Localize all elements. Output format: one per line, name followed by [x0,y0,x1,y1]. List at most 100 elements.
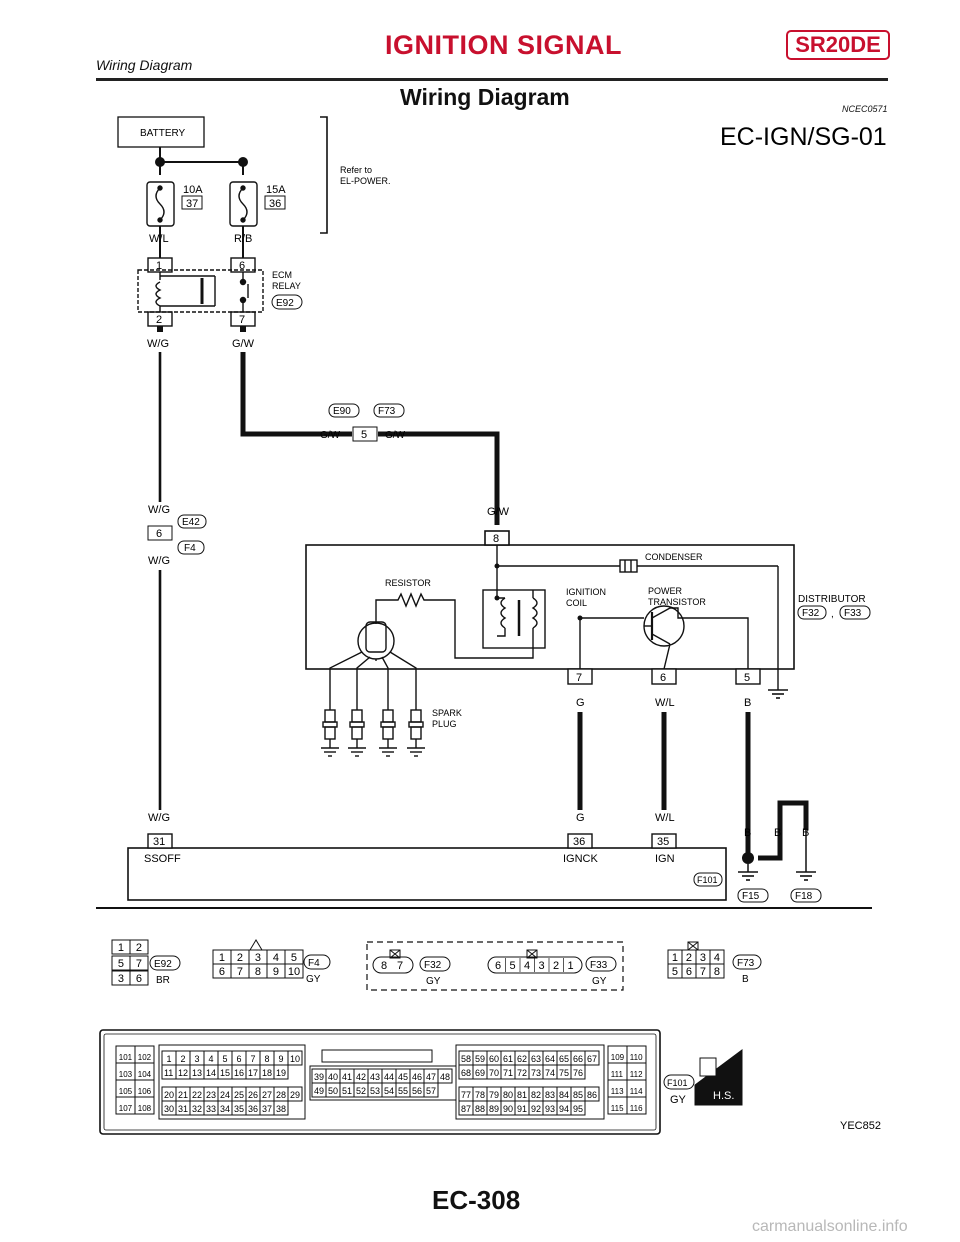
ecm-g2-pin-label: 2 [180,1054,185,1064]
ecm-g5-pin-label: 111 [611,1070,624,1079]
wire-color-wl-2: W/L [655,697,675,709]
f4-pin-label: 1 [219,952,225,964]
ecm-g2-pin-label: 13 [192,1068,202,1078]
page-number: EC-308 [432,1185,521,1215]
ecm-g2-pin-label: 21 [178,1090,188,1100]
f33-pin-label: 6 [495,960,501,972]
fuse-1-number: 37 [186,198,198,210]
ecm-g1-pin-label: 101 [119,1053,133,1062]
ecm-g4-pin-label: 58 [461,1054,471,1064]
ecm-g5-pin-label: 114 [630,1087,643,1096]
wire-color-wl-top: W/L [149,233,169,245]
joint-pin: 5 [361,429,367,441]
ecm-g2-pin-label: 14 [206,1068,216,1078]
ecm-g2-pin-label: 24 [220,1090,230,1100]
ecm-g2-pin-label: 9 [278,1054,283,1064]
ecm-g1-pin-label: 105 [119,1087,133,1096]
ecm-g1-cavity [134,1096,155,1115]
e92-pin-label: 2 [136,942,142,954]
condenser [497,559,779,690]
relay-pin-1: 1 [156,260,162,272]
ecm-g4-pin-label: 76 [573,1068,583,1078]
distributor-pin-8: 8 [493,533,499,545]
ecm-g4-pin-label: 72 [517,1068,527,1078]
e92-pin-label: 5 [118,958,124,970]
ecm-box [127,847,727,901]
ecm-g2-cavity [273,1064,289,1080]
f33-pin-label: 4 [524,960,530,972]
page-heading: Wiring Diagram [400,84,570,110]
ecm-g4-cavity [570,1100,586,1116]
e92-pin-label: 3 [118,973,124,985]
e92-cavity [129,939,149,955]
header-divider [96,78,888,81]
e92-cavity [129,955,149,971]
ignition-coil-label-2: COIL [566,598,587,608]
ground-f15: F15 [742,891,760,902]
ecm-g5-pin-label: 113 [611,1087,624,1096]
fuse-15a [229,181,258,227]
ecm-g2-pin-label: 33 [206,1104,216,1114]
harness-side-badge: H.S. [713,1090,734,1102]
ecm-g1-pin-label: 103 [119,1070,133,1079]
connector-f73-color: B [742,974,749,985]
ecm-g2-pin-label: 29 [290,1090,300,1100]
ecm-g1-pin-label: 104 [138,1070,152,1079]
ecm-g2-pin-label: 32 [192,1104,202,1114]
ecm-g2-pin-label: 31 [178,1104,188,1114]
ecm-g2-pin-label: 12 [178,1068,188,1078]
e92-cavity [129,970,149,986]
e92-pin-label: 1 [118,942,124,954]
ecm-g2-pin-label: 19 [276,1068,286,1078]
ecm-relay-label-2: RELAY [272,281,301,291]
ecm-g4-pin-label: 67 [587,1054,597,1064]
ecm-g2-pin-label: 27 [262,1090,272,1100]
ecm-g2-pin-label: 3 [194,1054,199,1064]
ecm-g4-pin-label: 95 [573,1104,583,1114]
connector-e92-label: E92 [154,959,172,970]
engine-model-badge: SR20DE [786,30,890,60]
f4-pin-label: 8 [255,966,261,978]
distributor-pin-6: 6 [660,672,666,684]
wire-color-gw-2: G/W [320,430,341,441]
relay-pin-2: 2 [156,314,162,326]
ecm-g4-pin-label: 62 [517,1054,527,1064]
spark-plug-label-1: SPARK [432,708,462,718]
ecm-terminal-igntck: IGNCK [563,853,599,865]
ecm-g1-pin-label: 108 [138,1104,152,1113]
ecm-g4-cavity [584,1050,600,1066]
ecm-g4-pin-label: 93 [545,1104,555,1114]
f33-pin-label: 1 [568,960,574,972]
connector-f33-color: GY [592,976,607,987]
ecm-g3-pin-label: 50 [328,1086,338,1096]
ecm-g2-pin-label: 25 [234,1090,244,1100]
ecm-g3-pin-label: 48 [440,1072,450,1082]
ecm-g4-pin-label: 85 [573,1090,583,1100]
fuse-2-number: 36 [269,198,281,210]
spark-plug-label-2: PLUG [432,719,457,729]
ecm-g4-pin-label: 74 [545,1068,555,1078]
distributor-connector-f32: F32 [802,608,820,619]
ecm-g3-pin-label: 54 [384,1086,394,1096]
joint-connector-e90: E90 [333,406,351,417]
ecm-g2-pin-label: 1 [166,1054,171,1064]
f33-pin-label: 5 [510,960,516,972]
ecm-g2-pin-label: 7 [250,1054,255,1064]
ecm-g3-pin-label: 47 [426,1072,436,1082]
f73-pin-label: 4 [714,952,720,964]
distributor-rotor [329,621,417,710]
ecm-g4-pin-label: 80 [503,1090,513,1100]
ecm-connector-f101: F101 [697,875,718,885]
ecm-g4-pin-label: 70 [489,1068,499,1078]
ecm-pin-31: 31 [153,836,165,848]
ecm-g3-pin-label: 56 [412,1086,422,1096]
f73-pin-label: 6 [686,966,692,978]
wire-color-wg-4: W/G [148,812,170,824]
ecm-g2-pin-label: 38 [276,1104,286,1114]
wire-color-gw-3: G/W [385,430,406,441]
resistor [375,592,534,659]
ecm-g4-pin-label: 64 [545,1054,555,1064]
reference-code: NCEC0571 [842,104,888,114]
e92-pin-label: 7 [136,958,142,970]
